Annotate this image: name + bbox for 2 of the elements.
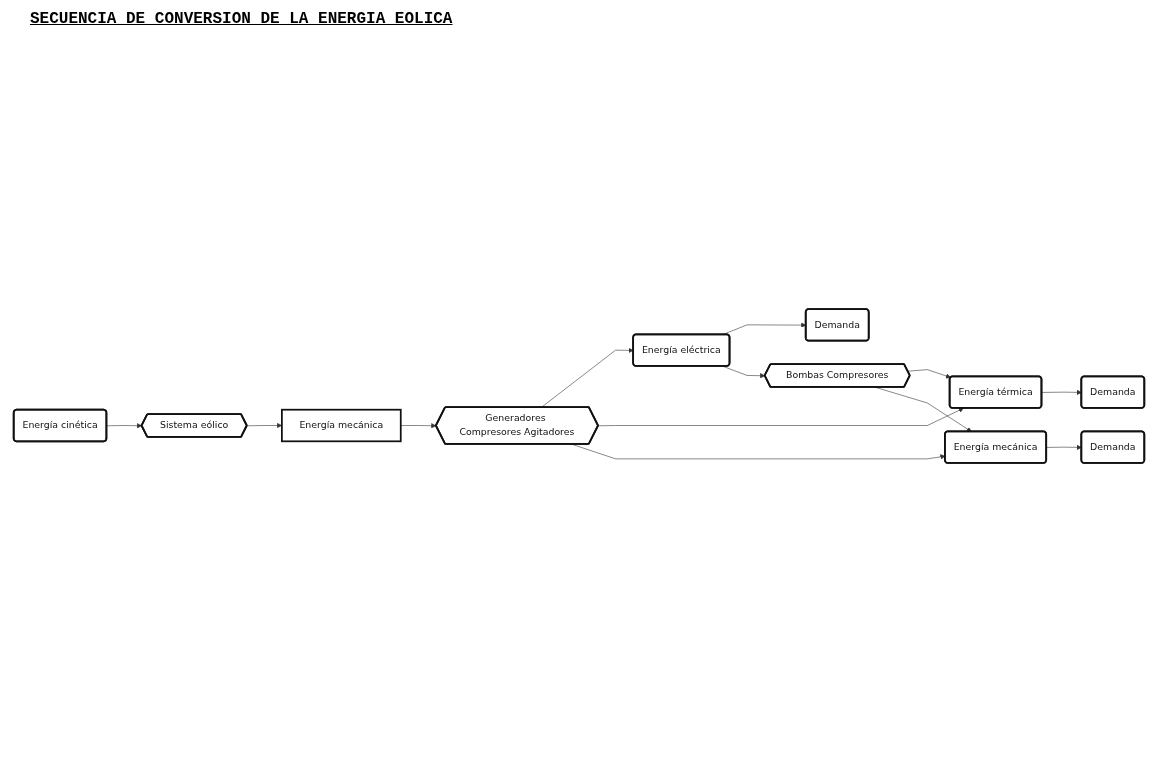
- diagram-title: SECUENCIA DE CONVERSION DE LA ENERGIA EOLICA: [30, 10, 453, 28]
- node-box: Energía mecánica: [280, 408, 402, 442]
